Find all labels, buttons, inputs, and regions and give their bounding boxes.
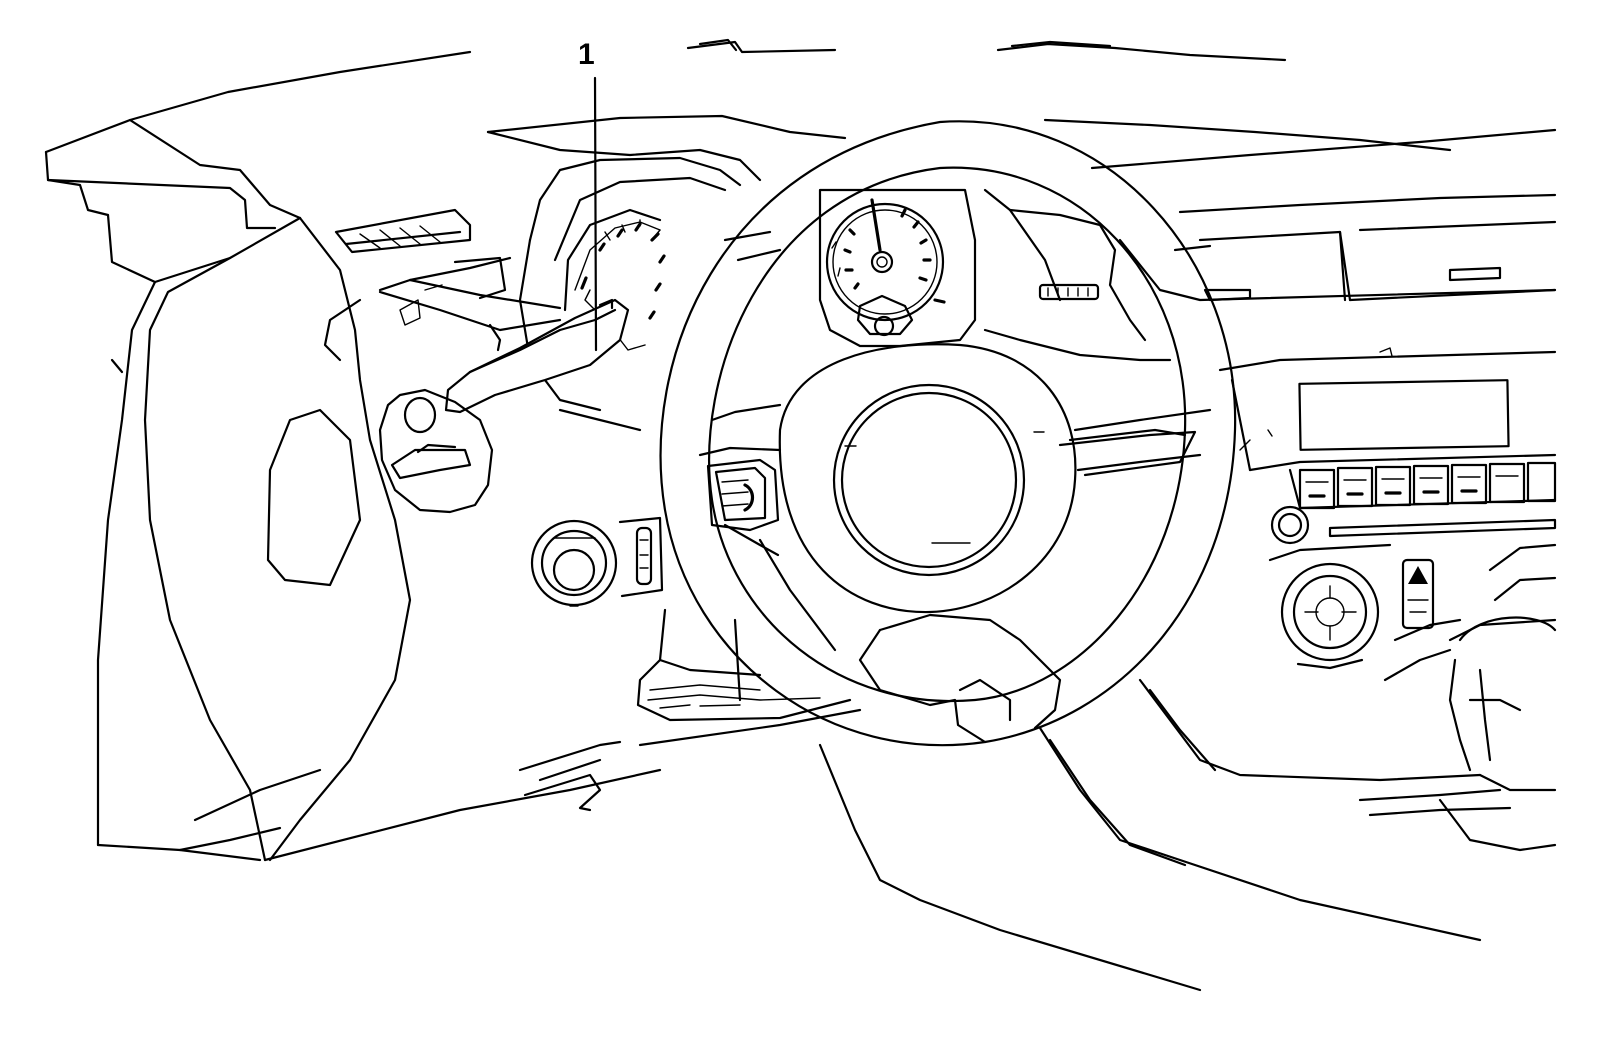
steering-column — [636, 608, 852, 722]
left-lower-trim — [323, 256, 512, 362]
left-dash-end — [44, 118, 302, 862]
left-gauge — [563, 208, 666, 351]
turn-signal-lever — [378, 278, 630, 414]
center-gauge — [818, 188, 977, 348]
steering-wheel — [659, 120, 1237, 747]
ignition-area — [378, 388, 494, 514]
cluster-right-recess — [723, 188, 1172, 362]
dash-top-outline — [128, 50, 1557, 302]
preset-buttons — [1298, 461, 1557, 510]
center-dash-vents — [1173, 220, 1557, 302]
knee-bolster — [518, 708, 862, 812]
left-side-panel — [143, 216, 662, 862]
callout-label-1: 1 — [578, 38, 595, 71]
left-air-vent — [334, 208, 472, 254]
center-stack — [1218, 347, 1557, 545]
gear-shifter — [1448, 616, 1557, 772]
cluster-hood — [486, 130, 762, 432]
defrost-vents — [686, 38, 1287, 62]
center-console — [818, 678, 1557, 992]
cluster-badge — [1038, 283, 1100, 301]
headlamp-switch — [530, 516, 664, 607]
climate-controls — [1268, 543, 1557, 682]
callout-leader — [593, 76, 598, 352]
